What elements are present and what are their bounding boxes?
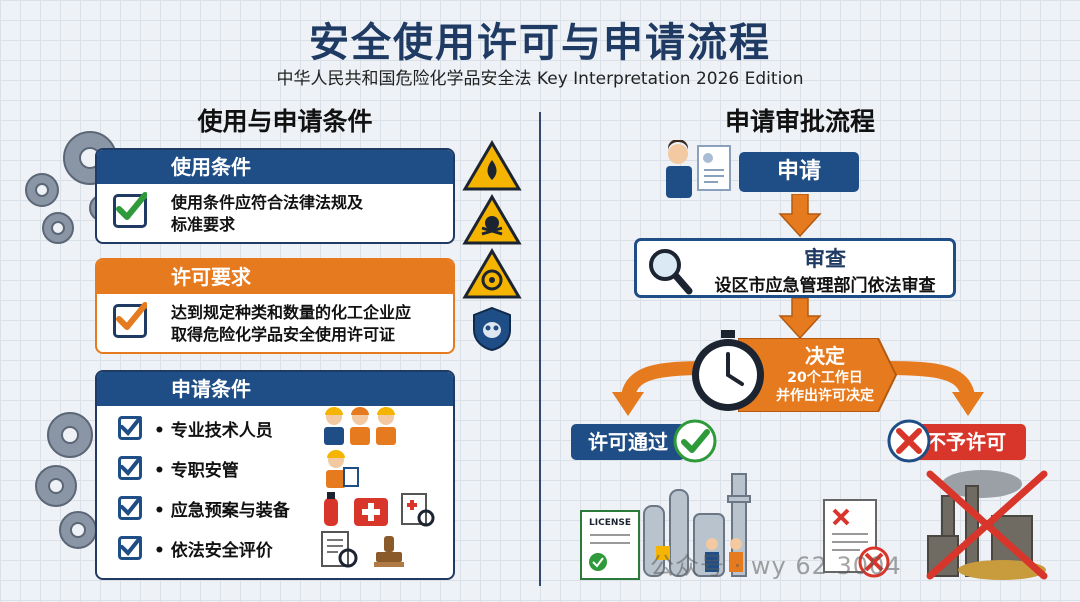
check-icon bbox=[118, 416, 142, 440]
decision-title: 决定 bbox=[805, 344, 845, 368]
right-section-heading: 申请审批流程 bbox=[724, 107, 875, 136]
biohazard-warning-icon bbox=[462, 248, 522, 299]
review-description: 设区市应急管理部门依法审查 bbox=[714, 276, 936, 296]
permit-requirements-line1: 达到规定种类和数量的化工企业应 bbox=[171, 303, 412, 322]
check-icon bbox=[118, 456, 142, 480]
flammable-warning-icon bbox=[462, 140, 522, 191]
crossed-factory-icon bbox=[926, 470, 1048, 580]
rejected-x-icon bbox=[887, 419, 931, 463]
list-item: • 依法安全评价 bbox=[118, 534, 318, 564]
list-item: • 专业技术人员 bbox=[118, 414, 318, 444]
check-icon bbox=[113, 302, 147, 338]
chemical-plant-icon bbox=[643, 473, 751, 577]
license-label: LICENSE bbox=[589, 518, 631, 528]
usage-conditions-title: 使用条件 bbox=[97, 150, 453, 184]
gas-mask-shield-icon bbox=[473, 306, 511, 352]
usage-conditions-card: 使用条件 使用条件应符合法律法规及 标准要求 bbox=[95, 148, 455, 244]
decision-line1: 20个工作日 bbox=[787, 370, 863, 386]
rejected-document-icon bbox=[823, 499, 890, 578]
approved-check-icon bbox=[673, 419, 717, 463]
list-item-label: • 依法安全评价 bbox=[154, 541, 273, 561]
center-divider bbox=[539, 112, 541, 586]
list-item: • 应急预案与装备 bbox=[118, 494, 318, 524]
check-icon bbox=[118, 536, 142, 560]
stopwatch-icon bbox=[692, 330, 764, 411]
permit-requirements-line2: 取得危险化学品安全使用许可证 bbox=[171, 325, 396, 344]
review-title: 审查 bbox=[804, 247, 846, 271]
list-item-label: • 专业技术人员 bbox=[154, 421, 273, 441]
evaluation-icons bbox=[321, 531, 404, 568]
check-icon bbox=[118, 496, 142, 520]
page-title: 安全使用许可与申请流程 bbox=[309, 20, 771, 66]
safety-officer-icon bbox=[326, 450, 359, 488]
application-conditions-card: 申请条件 bbox=[95, 370, 455, 580]
application-conditions-title: 申请条件 bbox=[97, 372, 453, 406]
usage-conditions-line2: 标准要求 bbox=[171, 215, 236, 234]
check-icon bbox=[589, 553, 607, 571]
left-section-heading: 使用与申请条件 bbox=[197, 107, 373, 136]
list-item-label: • 专职安管 bbox=[154, 461, 239, 481]
workers-icon bbox=[324, 407, 396, 445]
magnifier-icon bbox=[649, 249, 693, 295]
permit-requirements-card: 许可要求 达到规定种类和数量的化工企业应 取得危险化学品安全使用许可证 bbox=[95, 258, 455, 354]
emergency-equipment-icons bbox=[324, 492, 435, 527]
permit-requirements-title: 许可要求 bbox=[97, 260, 453, 294]
approved-label: 许可通过 bbox=[571, 424, 685, 460]
check-icon bbox=[113, 192, 147, 228]
watermark-text: 公众号 · wy 62 3004 bbox=[650, 552, 902, 580]
decision-text: 决定 20个工作日 并作出许可决定 bbox=[760, 340, 890, 405]
arrow-down-icon bbox=[778, 194, 822, 238]
page-subtitle: 中华人民共和国危险化学品安全法 Key Interpretation 2026 … bbox=[276, 69, 804, 89]
applicant-document-icon bbox=[666, 140, 731, 198]
license-certificate: LICENSE bbox=[580, 510, 640, 580]
review-step-box: 审查 设区市应急管理部门依法审查 bbox=[634, 238, 956, 298]
list-item-label: • 应急预案与装备 bbox=[154, 501, 290, 521]
apply-step-box: 申请 bbox=[739, 152, 859, 192]
decision-line2: 并作出许可决定 bbox=[776, 388, 874, 404]
list-item: • 专职安管 bbox=[118, 454, 318, 484]
toxic-warning-icon bbox=[462, 194, 522, 245]
arrow-down-icon bbox=[778, 298, 822, 340]
decision-shape bbox=[738, 338, 898, 412]
usage-conditions-line1: 使用条件应符合法律法规及 bbox=[171, 193, 364, 212]
gears-icon bbox=[35, 412, 97, 549]
